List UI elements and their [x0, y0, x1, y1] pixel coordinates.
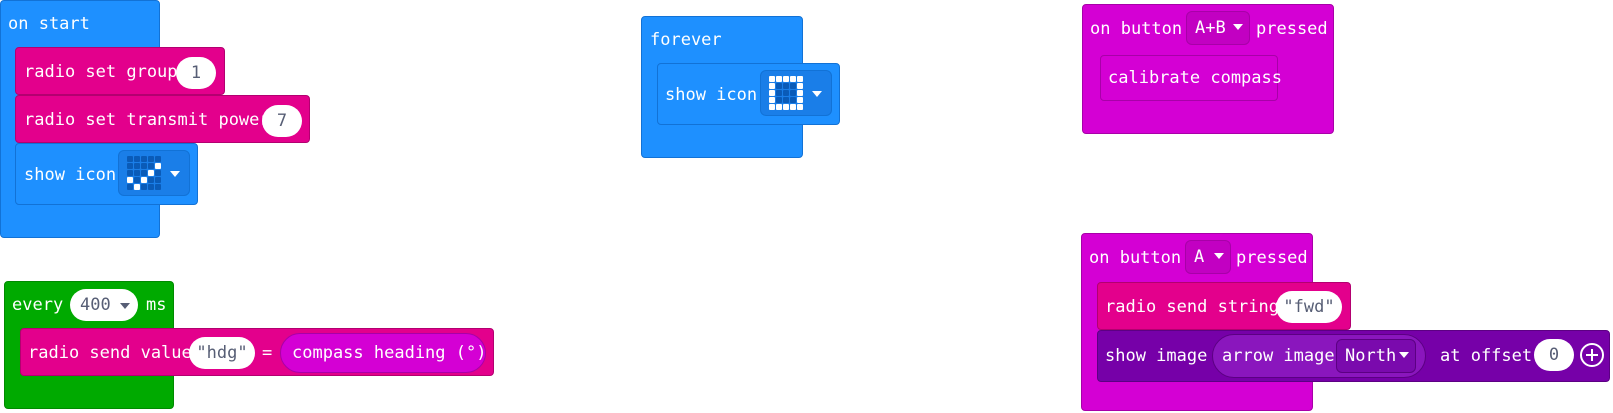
button-a-value: A [1194, 247, 1205, 267]
transmit-power-input[interactable]: 7 [262, 105, 302, 137]
on-button-a-suffix: pressed [1236, 248, 1308, 268]
show-image-label: show image [1105, 346, 1208, 366]
button-ab-value: A+B [1195, 18, 1226, 38]
square-outline-icon [769, 76, 803, 110]
radio-send-string-label: radio send string [1105, 297, 1279, 317]
radio-set-transmit-power-block[interactable] [15, 95, 310, 143]
radio-group-input[interactable]: 1 [176, 57, 216, 89]
direction-value: North [1345, 346, 1397, 366]
button-a-dropdown[interactable]: A [1185, 240, 1231, 274]
add-parameter-icon[interactable] [1580, 343, 1604, 367]
arrow-image-label: arrow image [1222, 346, 1335, 366]
on-button-ab-suffix: pressed [1256, 19, 1328, 39]
offset-input[interactable]: 0 [1534, 339, 1574, 371]
direction-dropdown[interactable]: North [1336, 339, 1416, 373]
compass-heading-label: compass heading (°) [292, 343, 487, 363]
calibrate-compass-block[interactable] [1100, 55, 1278, 101]
interval-value: 400 [80, 295, 111, 315]
on-button-a-prefix: on button [1089, 248, 1182, 268]
send-value-name-input[interactable]: "hdg" [189, 337, 255, 369]
chevron-down-icon [1233, 24, 1243, 30]
send-string-value: fwd [1293, 297, 1325, 317]
chevron-down-icon [1214, 253, 1224, 259]
forever-label: forever [650, 30, 722, 50]
equals-sign: = [262, 343, 273, 363]
quote-open: " [1283, 297, 1294, 317]
quote-close: " [1324, 297, 1335, 317]
every-unit: ms [146, 295, 167, 315]
send-value-name: hdg [206, 343, 238, 363]
show-icon-label-forever: show icon [665, 85, 758, 105]
chevron-down-icon [1399, 352, 1409, 358]
chevron-down-icon [170, 171, 180, 177]
on-start-label: on start [8, 14, 90, 34]
chevron-down-icon [812, 91, 822, 97]
show-icon-label-start: show icon [24, 165, 117, 185]
quote-close: " [237, 343, 248, 363]
yes-check-icon [127, 156, 161, 190]
at-offset-label: at offset [1440, 346, 1533, 366]
radio-set-group-label: radio set group [24, 62, 178, 82]
icon-dropdown-start[interactable] [118, 150, 190, 196]
radio-send-value-label: radio send value [28, 343, 192, 363]
send-string-input[interactable]: "fwd" [1276, 291, 1342, 323]
chevron-down-icon [120, 303, 130, 309]
calibrate-compass-label: calibrate compass [1108, 68, 1282, 88]
radio-set-transmit-power-label: radio set transmit power [24, 110, 270, 130]
icon-dropdown-forever[interactable] [760, 70, 832, 116]
on-button-ab-prefix: on button [1090, 19, 1183, 39]
interval-dropdown[interactable]: 400 [70, 289, 138, 321]
every-label: every [12, 295, 64, 315]
button-ab-dropdown[interactable]: A+B [1186, 11, 1250, 45]
compass-heading-reporter[interactable] [280, 333, 486, 373]
quote-open: " [196, 343, 207, 363]
